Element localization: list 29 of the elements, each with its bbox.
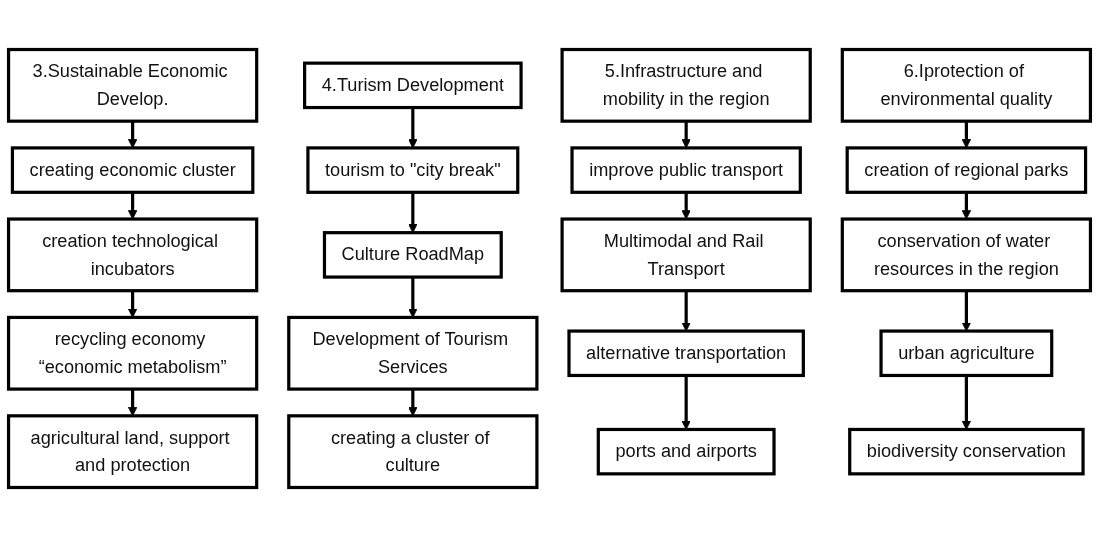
node-box: 5.Infrastructure and mobility in the region bbox=[560, 47, 812, 123]
node-box: biodiversity conservation bbox=[848, 427, 1085, 476]
node-box: alternative transportation bbox=[567, 329, 805, 378]
arrow bbox=[127, 290, 138, 318]
node-box: ports and airports bbox=[596, 427, 776, 476]
node-box: creation of regional parks bbox=[845, 146, 1088, 194]
node-box: tourism to "city break" bbox=[306, 146, 520, 194]
arrow bbox=[961, 375, 972, 430]
arrow bbox=[681, 192, 691, 220]
arrow bbox=[681, 375, 691, 430]
node-box: 4.Turism Development bbox=[303, 61, 523, 110]
node-box: 3.Sustainable Economic Develop. bbox=[6, 47, 259, 123]
node-box: 6.Iprotection of environmental quality bbox=[840, 47, 1093, 123]
node-box: creation technological incubators bbox=[6, 217, 259, 293]
arrow bbox=[961, 290, 972, 332]
arrow bbox=[681, 290, 691, 332]
arrow bbox=[127, 192, 138, 220]
arrow bbox=[408, 277, 418, 318]
node-box: Culture RoadMap bbox=[322, 231, 503, 279]
node-box: agricultural land, support and protection bbox=[6, 414, 259, 490]
node-box: recycling economy “economic metabolism” bbox=[6, 315, 259, 391]
node-box: creating economic cluster bbox=[10, 146, 255, 194]
node-box: conservation of water resources in the region bbox=[840, 217, 1093, 293]
node-box: improve public transport bbox=[570, 146, 802, 194]
node-box: creating a cluster of culture bbox=[287, 414, 539, 490]
node-box: Development of Tourism Services bbox=[287, 315, 539, 391]
node-box: Multimodal and Rail Transport bbox=[560, 217, 812, 293]
arrow bbox=[961, 192, 972, 220]
node-box: urban agriculture bbox=[879, 329, 1054, 378]
